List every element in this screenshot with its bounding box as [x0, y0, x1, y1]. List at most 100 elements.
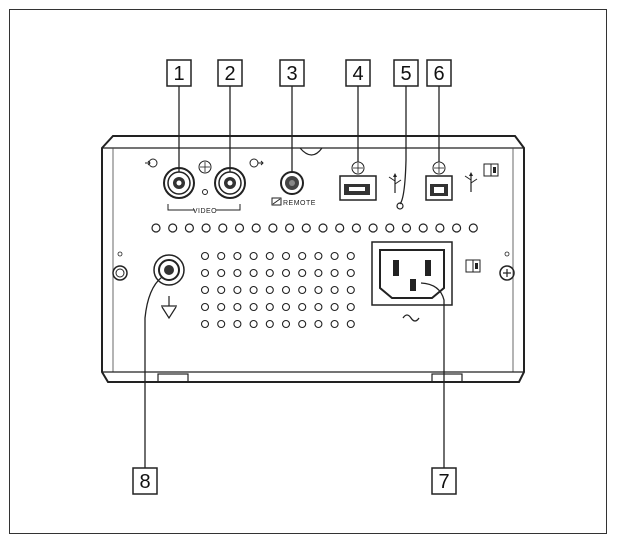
manual-reference-icon-2 [465, 259, 481, 273]
vent-hole [200, 302, 210, 312]
usb-icon-2 [464, 172, 478, 192]
callout-4: 4 [345, 59, 371, 87]
vent-hole [265, 285, 274, 295]
callout-3-label: 3 [286, 63, 297, 85]
vent-hole [200, 319, 210, 329]
vent-hole [435, 223, 445, 233]
callout-8: 8 [132, 467, 158, 495]
vent-hole [249, 319, 258, 329]
callout-2-label: 2 [224, 63, 235, 85]
vent-hole [368, 223, 378, 233]
vent-hole [265, 319, 274, 329]
video-in-connector [163, 167, 195, 199]
callout-5: 5 [393, 59, 419, 87]
vent-hole [314, 251, 323, 261]
vent-hole [281, 302, 291, 312]
vent-row [151, 223, 478, 233]
vent-hole [346, 251, 355, 261]
vent-hole [151, 223, 161, 233]
vent-hole [298, 251, 307, 261]
vent-hole [335, 223, 345, 233]
video-out-icon [249, 158, 264, 168]
vent-hole [217, 302, 226, 312]
vent-hole [468, 223, 478, 233]
vent-hole [452, 223, 462, 233]
vent-hole [200, 268, 210, 278]
video-label: VIDEO [193, 208, 217, 215]
vent-hole [401, 223, 412, 233]
vent-hole [330, 268, 339, 278]
vent-hole [218, 223, 228, 233]
vent-hole [298, 302, 307, 312]
ground-terminal [153, 254, 185, 286]
vent-hole [233, 251, 242, 261]
vent-hole [314, 319, 323, 329]
vent-hole [265, 251, 274, 261]
vent-hole [281, 285, 291, 295]
vent-hole [184, 223, 194, 233]
remote-connector [280, 171, 304, 195]
vent-hole [251, 223, 261, 233]
vent-hole [385, 223, 395, 233]
left-screw-icon [112, 251, 128, 281]
ground-icon [161, 296, 177, 320]
vent-hole [168, 223, 178, 233]
vent-hole [314, 285, 323, 295]
vent-hole [268, 223, 278, 233]
remote-icon [271, 197, 282, 206]
remote-label: REMOTE [283, 200, 316, 207]
vent-hole [330, 302, 339, 312]
vent-hole [233, 268, 242, 278]
vent-hole [346, 285, 355, 295]
callout-6-label: 6 [433, 63, 444, 85]
vent-hole [301, 223, 311, 233]
callout-7-label: 7 [438, 471, 449, 493]
vent-hole [281, 251, 291, 261]
callout-4-label: 4 [352, 63, 363, 85]
vent-hole [298, 319, 307, 329]
manual-reference-icon [483, 163, 499, 177]
vent-hole [281, 319, 291, 329]
usb-b-connector [425, 161, 453, 201]
vent-hole [217, 319, 226, 329]
usb-icon [388, 173, 402, 193]
vent-hole [234, 223, 245, 233]
vent-hole [201, 223, 211, 233]
vent-hole [285, 223, 295, 233]
video-in-icon [145, 158, 158, 168]
vent-hole [200, 251, 210, 261]
right-screw-icon [499, 251, 515, 281]
vent-hole [351, 223, 361, 233]
vent-hole [200, 285, 210, 295]
callout-1: 1 [166, 59, 192, 87]
leader-dots [410, 280, 416, 286]
callout-6: 6 [426, 59, 452, 87]
vent-hole [330, 251, 339, 261]
vent-hole [298, 268, 307, 278]
vent-hole [330, 319, 339, 329]
callout-1-label: 1 [173, 63, 184, 85]
vent-hole [217, 251, 226, 261]
usb-a-connector [339, 161, 377, 201]
vent-hole [298, 285, 307, 295]
vent-hole [318, 223, 328, 233]
vent-hole [418, 223, 428, 233]
ac-inlet [371, 241, 453, 306]
vent-hole [249, 302, 258, 312]
vent-hole [346, 268, 355, 278]
device-body [101, 135, 525, 383]
vent-grid [200, 251, 355, 329]
diagram-frame [9, 9, 607, 534]
callout-7: 7 [431, 467, 457, 495]
vent-hole [233, 302, 242, 312]
vent-hole [217, 268, 226, 278]
vent-hole [265, 302, 274, 312]
leader-lines [144, 86, 445, 468]
ac-power-icon [402, 314, 420, 322]
vent-hole [249, 268, 258, 278]
vent-hole [233, 285, 242, 295]
callout-2: 2 [217, 59, 243, 87]
grounding-mark-icon [198, 160, 212, 195]
vent-hole [217, 285, 226, 295]
